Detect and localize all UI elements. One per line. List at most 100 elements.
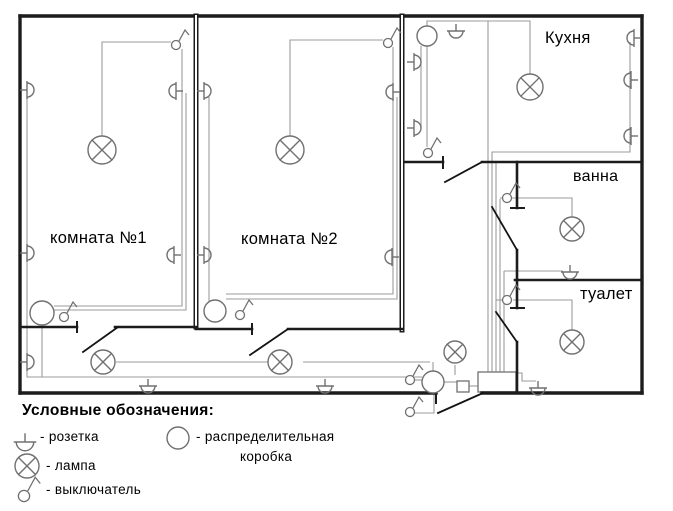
socket-icon xyxy=(623,71,638,89)
switch-icon xyxy=(501,192,513,204)
socket-icon xyxy=(447,24,465,39)
switch-icon-lever xyxy=(412,363,424,377)
socket-icon xyxy=(316,379,334,394)
door-leaf xyxy=(248,327,290,357)
switch-icon-lever xyxy=(390,26,402,40)
socket-icon xyxy=(197,246,212,264)
socket-icon xyxy=(20,353,35,371)
switch-icon xyxy=(170,39,182,51)
door-leaf xyxy=(443,160,484,184)
socket-icon-part xyxy=(15,441,35,452)
room-label-bath: ванна xyxy=(573,168,619,185)
switch-icon xyxy=(501,294,513,306)
room-label-room2: комната №2 xyxy=(241,230,338,248)
wire xyxy=(226,97,398,300)
wire xyxy=(415,392,435,414)
socket-icon xyxy=(407,119,422,137)
switch-icon-lever xyxy=(242,298,254,312)
legend-label-switch: - выключатель xyxy=(46,482,142,497)
socket-icon-part xyxy=(448,30,464,39)
lamp-icon-cross xyxy=(270,352,290,372)
socket-icon xyxy=(166,246,181,264)
socket-icon xyxy=(197,82,212,100)
socket-icon-part xyxy=(203,83,212,99)
socket-icon xyxy=(626,29,641,47)
lamp-icon-cross xyxy=(17,456,37,476)
wire xyxy=(54,49,183,307)
door-leaf xyxy=(494,310,519,344)
socket-icon xyxy=(13,433,37,452)
switch-icon xyxy=(404,406,416,418)
lamp-icon-cross xyxy=(93,352,113,372)
wire xyxy=(226,47,394,295)
socket-icon xyxy=(20,244,35,262)
socket-icon-part xyxy=(384,249,393,265)
door-leaf xyxy=(436,391,485,415)
lamp-icon-cross xyxy=(562,219,582,239)
wire xyxy=(491,42,631,372)
socket-icon-part xyxy=(413,120,422,136)
room-label-room1: комната №1 xyxy=(50,229,147,247)
switch-icon-lever xyxy=(27,476,41,492)
socket-icon-part xyxy=(623,128,632,144)
socket-icon-part xyxy=(562,271,578,280)
socket-icon xyxy=(20,81,35,99)
distribution-box-icon xyxy=(203,299,227,323)
junction-rect xyxy=(477,371,517,393)
room-label-toilet: туалет xyxy=(580,285,633,303)
switch-icon xyxy=(382,37,394,49)
switch-icon xyxy=(234,309,246,321)
switch-icon-lever xyxy=(412,395,424,409)
distribution-box-icon xyxy=(166,426,190,450)
socket-icon-part xyxy=(385,84,394,100)
wire xyxy=(101,41,171,136)
socket-icon-part xyxy=(26,354,35,370)
socket-icon-part xyxy=(168,83,177,99)
socket-icon-part xyxy=(623,72,632,88)
switch-icon-lever xyxy=(509,283,521,297)
socket-icon-part xyxy=(26,82,35,98)
switch-icon xyxy=(17,489,31,503)
lamp-icon-cross xyxy=(519,76,541,98)
lamp-icon-cross xyxy=(446,343,464,361)
legend-label-lamp: - лампа xyxy=(46,458,96,473)
socket-icon xyxy=(139,379,157,394)
legend-title: Условные обозначения: xyxy=(22,402,215,419)
door-leaf xyxy=(81,325,120,354)
wire xyxy=(516,372,536,382)
switch-icon xyxy=(422,147,434,159)
socket-icon xyxy=(529,381,547,396)
distribution-box-icon xyxy=(29,300,55,326)
wire xyxy=(54,93,187,311)
lamp-icon-cross xyxy=(562,332,582,352)
switch-icon-lever xyxy=(509,181,521,195)
socket-icon-part xyxy=(140,385,156,394)
switch-icon-lever xyxy=(178,28,190,42)
socket-icon xyxy=(384,248,399,266)
socket-icon xyxy=(168,82,183,100)
lamp-icon-cross xyxy=(279,139,301,161)
wire xyxy=(512,197,573,217)
socket-icon xyxy=(407,53,422,71)
socket-icon xyxy=(561,265,579,280)
junction-rect xyxy=(456,380,470,393)
legend-label-socket: - розетка xyxy=(40,429,99,444)
lamp-icon-cross xyxy=(91,139,113,161)
switch-icon xyxy=(404,374,416,386)
switch-icon-lever xyxy=(430,136,442,150)
socket-icon-part xyxy=(413,54,422,70)
socket-icon-part xyxy=(626,30,635,46)
wire xyxy=(26,369,422,378)
socket-icon xyxy=(623,127,638,145)
wire xyxy=(513,299,573,330)
socket-icon-part xyxy=(203,247,212,263)
legend-label-junction-box-2: коробка xyxy=(240,449,293,464)
socket-icon xyxy=(385,83,400,101)
wire xyxy=(426,20,531,74)
distribution-box-icon xyxy=(416,25,438,47)
socket-icon-part xyxy=(26,245,35,261)
wire xyxy=(289,39,383,136)
socket-icon-part xyxy=(166,247,175,263)
